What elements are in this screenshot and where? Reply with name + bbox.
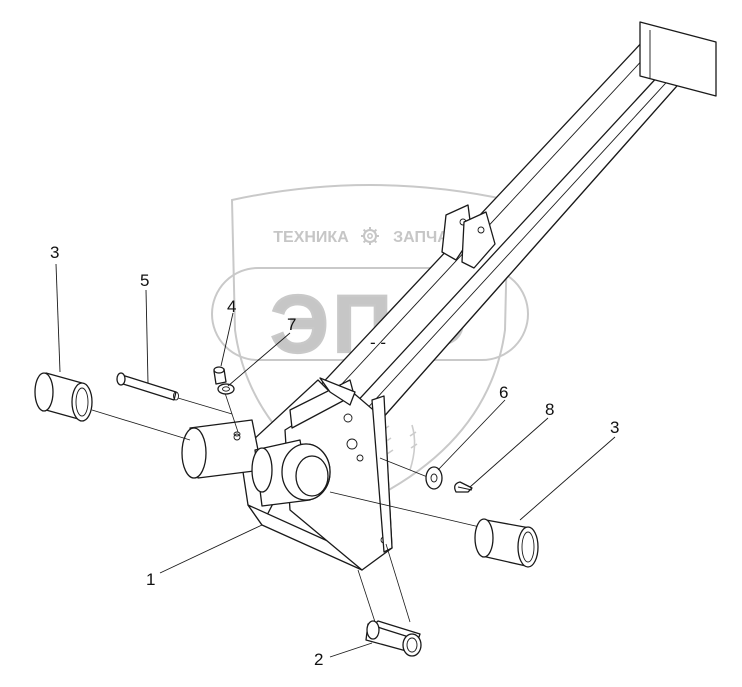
callout-3-left: 3: [50, 243, 59, 262]
bracket-assembly: [181, 377, 393, 571]
assembly-axes: [91, 383, 485, 626]
grease-fitting: [213, 366, 227, 385]
end-flange: [639, 21, 717, 97]
callout-5: 5: [140, 271, 149, 290]
axis-pin: [177, 397, 233, 415]
axis-main: [91, 409, 191, 441]
gear-icon: [361, 227, 379, 245]
tube-lug-2: [461, 211, 496, 269]
callout-8: 8: [545, 400, 554, 419]
svg-text:- -: - -: [370, 333, 386, 352]
small-washer: [217, 383, 235, 395]
tube-beam: - -: [299, 21, 717, 431]
callout-7: 7: [287, 315, 296, 334]
pin: [116, 372, 179, 401]
callout-4: 4: [227, 297, 236, 316]
bushing-right: [474, 518, 539, 568]
callout-6: 6: [499, 383, 508, 402]
sleeve-bottom: [365, 620, 422, 657]
cotter-pin: [454, 481, 473, 493]
callouts: 1 2 3 3 4 5 6 7 8: [50, 243, 619, 669]
axis-washer: [379, 457, 431, 479]
callout-1: 1: [146, 570, 155, 589]
leader-lines: [55, 263, 616, 658]
washer: [425, 466, 443, 490]
axis-lower: [357, 569, 377, 626]
callout-2: 2: [314, 650, 323, 669]
watermark-text-left: ТЕХНИКА: [273, 229, 349, 246]
bushing-left: [34, 372, 93, 422]
callout-3-right: 3: [610, 418, 619, 437]
